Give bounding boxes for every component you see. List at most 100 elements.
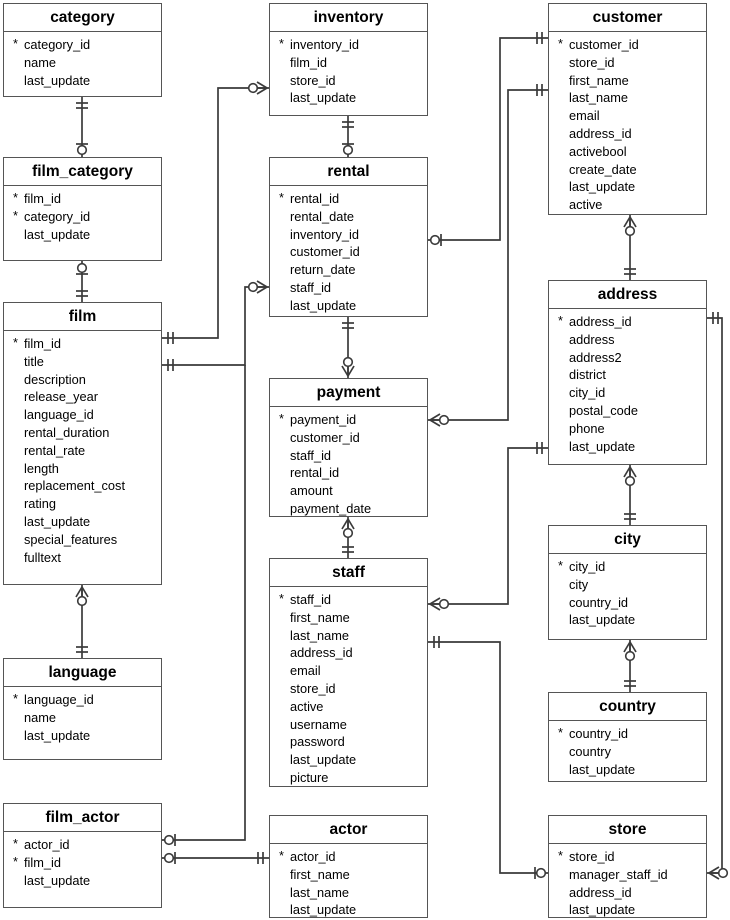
attribute-label: length <box>24 460 59 476</box>
attribute-label: last_update <box>24 513 91 529</box>
entity-title-payment: payment <box>270 379 427 407</box>
cardinality-zero-or-many-rental-payment-b <box>341 365 349 377</box>
attribute-row: phone <box>549 420 706 438</box>
attribute-row: last_update <box>549 611 706 629</box>
attribute-row: address_id <box>549 125 706 143</box>
link-rental-customer <box>428 37 548 241</box>
attribute-pk-row: *city_id <box>549 558 706 576</box>
attribute-row: title <box>4 353 161 371</box>
link-store-address <box>707 317 723 874</box>
attribute-label: first_name <box>290 866 350 882</box>
attribute-row: customer_id <box>270 429 427 447</box>
cardinality-zero-or-many-payment-customer-a <box>429 419 441 427</box>
cardinality-zero-or-one-category-film_category-b <box>76 144 88 156</box>
attribute-label: first_name <box>569 72 629 88</box>
attribute-row: last_name <box>549 89 706 107</box>
cardinality-zero-or-many-city-country-a <box>629 641 637 653</box>
attribute-row: password <box>270 733 427 751</box>
attribute-pk-row: *language_id <box>4 691 161 709</box>
attribute-row: description <box>4 371 161 389</box>
attribute-row: rental_duration <box>4 424 161 442</box>
attribute-row: last_update <box>549 438 706 456</box>
attribute-label: rental_id <box>290 191 340 206</box>
attribute-row: amount <box>270 482 427 500</box>
cardinality-zero-or-many-address-city-a <box>624 475 636 487</box>
cardinality-zero-or-many-film-filmactor-b <box>256 280 268 288</box>
cardinality-zero-or-many-film-language-a <box>81 586 89 598</box>
attribute-row: last_update <box>4 513 161 531</box>
attribute-pk-row: *customer_id <box>549 36 706 54</box>
attribute-row: last_update <box>270 751 427 769</box>
attribute-row: rental_rate <box>4 442 161 460</box>
attribute-row: last_update <box>4 226 161 244</box>
attribute-label: address_id <box>569 125 632 141</box>
attribute-row: language_id <box>4 406 161 424</box>
attribute-label: last_update <box>569 612 636 628</box>
attribute-row: last_name <box>270 627 427 645</box>
cardinality-zero-or-many-rental-payment-b <box>342 356 354 368</box>
attribute-label: film_id <box>290 54 327 70</box>
attribute-pk-row: *film_id <box>4 335 161 353</box>
attribute-row: release_year <box>4 388 161 406</box>
attribute-row: active <box>270 698 427 716</box>
attribute-label: last_name <box>290 884 350 900</box>
primary-key-asterisk-icon: * <box>279 190 284 205</box>
attribute-label: actor_id <box>290 849 336 864</box>
attribute-label: country <box>569 743 611 759</box>
entity-title-film_actor: film_actor <box>4 804 161 832</box>
attribute-label: customer_id <box>569 37 639 52</box>
attribute-label: payment_id <box>290 412 357 427</box>
cardinality-zero-or-one-staff-store-b <box>535 867 547 879</box>
primary-key-asterisk-icon: * <box>13 190 18 205</box>
attribute-pk-row: *staff_id <box>270 591 427 609</box>
cardinality-zero-or-many-payment-customer-a <box>429 413 441 421</box>
attribute-label: replacement_cost <box>24 478 126 494</box>
entity-title-store: store <box>549 816 706 844</box>
attribute-label: inventory_id <box>290 226 360 242</box>
cardinality-zero-or-many-film-filmactor-b <box>247 281 259 293</box>
attribute-row: store_id <box>549 54 706 72</box>
cardinality-zero-or-many-payment-customer-a <box>438 414 450 426</box>
attribute-label: customer_id <box>290 244 360 260</box>
entity-title-staff: staff <box>270 559 427 587</box>
attribute-label: last_name <box>569 90 629 106</box>
cardinality-zero-or-many-staff-address-a <box>429 597 441 605</box>
link-staff-store <box>428 641 548 874</box>
attribute-label: username <box>290 716 347 732</box>
attribute-row: manager_staff_id <box>549 866 706 884</box>
attribute-row: rental_id <box>270 464 427 482</box>
attribute-label: address2 <box>569 349 622 365</box>
attribute-label: name <box>24 709 57 725</box>
attribute-label: inventory_id <box>290 37 360 52</box>
attribute-label: release_year <box>24 389 98 405</box>
attribute-label: description <box>24 371 86 387</box>
attribute-row: activebool <box>549 143 706 161</box>
attribute-row: last_update <box>270 901 427 919</box>
link-film_actor-film <box>162 365 246 841</box>
attribute-label: password <box>290 734 345 750</box>
attribute-row: address <box>549 331 706 349</box>
entity-title-actor: actor <box>270 816 427 844</box>
attribute-row: address_id <box>549 884 706 902</box>
primary-key-asterisk-icon: * <box>279 591 284 606</box>
attribute-label: rental_duration <box>24 424 110 440</box>
